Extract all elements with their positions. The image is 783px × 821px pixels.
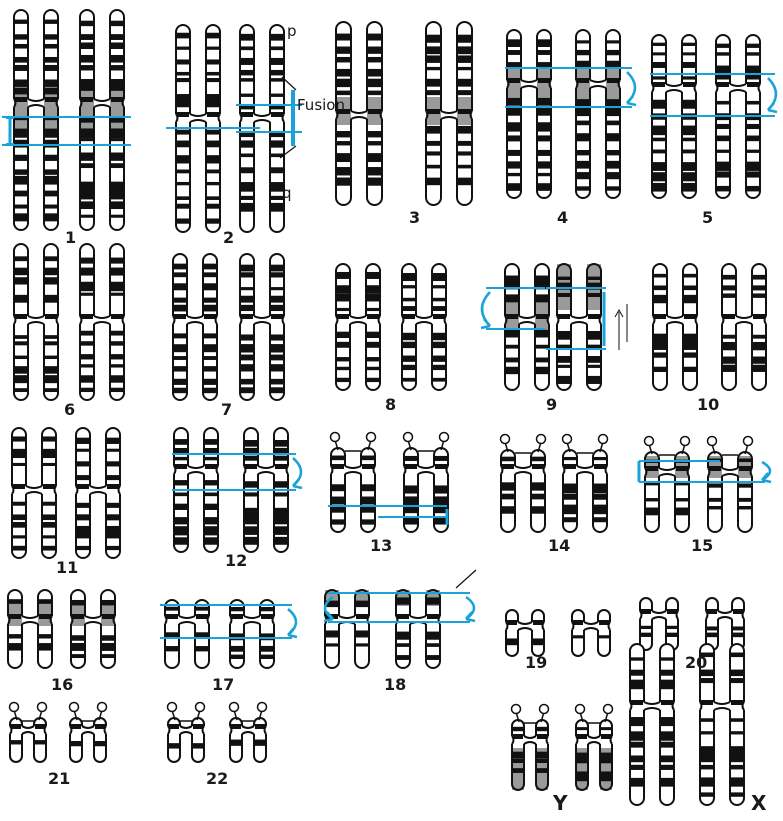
label-chr-7: 7 — [221, 400, 232, 419]
chr-1-b — [80, 10, 124, 230]
chr-20-b — [706, 598, 744, 650]
chr-y-a — [512, 705, 549, 791]
chr-9-a — [505, 264, 549, 390]
chr-14-b — [563, 435, 608, 533]
label-chr-y: Y — [552, 791, 568, 815]
fusion-label: Fusion — [297, 96, 345, 114]
chr-21-b — [70, 703, 107, 763]
label-chr-17: 17 — [212, 675, 234, 694]
chr-22-a — [168, 703, 205, 763]
chr-16-b — [71, 590, 115, 668]
label-chr-2: 2 — [223, 228, 234, 247]
label-chr-1: 1 — [65, 228, 76, 247]
chr-9-b — [557, 264, 601, 390]
chr-15-b — [708, 437, 753, 533]
label-chr-21: 21 — [48, 769, 70, 788]
label-chr-8: 8 — [385, 395, 396, 414]
chr-8-b — [402, 264, 446, 390]
chr-8-a — [336, 264, 380, 390]
label-chr-14: 14 — [548, 536, 570, 555]
chr-14-a — [501, 435, 546, 533]
chr-22-b — [230, 703, 267, 763]
chr-4-a — [507, 30, 551, 198]
label-chr-x: X — [751, 791, 767, 815]
inversion-arrow-9 — [481, 292, 490, 328]
label-chr-16: 16 — [51, 675, 73, 694]
label-chr-20: 20 — [685, 653, 707, 672]
inversion-arrow-4 — [627, 72, 636, 105]
chr-19-b — [572, 610, 610, 656]
inversion-arrow-17 — [288, 609, 297, 637]
chr-18-b — [396, 590, 440, 668]
chr-11-a — [12, 428, 56, 558]
chr-11-b — [76, 428, 120, 558]
chr-15-a — [645, 437, 690, 533]
inversion-arrow-15 — [762, 462, 771, 482]
swap-arrows-9 — [615, 304, 627, 350]
inversion-arrow-12 — [293, 458, 302, 488]
chr-21-a — [10, 703, 47, 763]
chr-1-a — [14, 10, 58, 230]
chr-13-a — [331, 433, 376, 533]
chr-17-a — [165, 600, 209, 668]
inversion-arrow-5 — [768, 78, 777, 112]
chr-7-b — [240, 254, 284, 400]
label-chr-22: 22 — [206, 769, 228, 788]
chr-4-b — [576, 30, 620, 198]
label-chr-19: 19 — [525, 653, 547, 672]
inversion-arrow-18-right — [466, 597, 475, 621]
q-arm-label: q — [282, 184, 292, 202]
chr-17-b — [230, 600, 274, 668]
label-chr-10: 10 — [697, 395, 719, 414]
label-chr-4: 4 — [557, 208, 568, 227]
chr-18-a — [325, 590, 369, 668]
chr-16-a — [8, 590, 52, 668]
chr-19-a — [506, 610, 544, 656]
pointer-18 — [456, 570, 476, 588]
chr-10-a — [653, 264, 697, 390]
label-chr-3: 3 — [409, 208, 420, 227]
label-chr-5: 5 — [702, 208, 713, 227]
label-chr-11: 11 — [56, 558, 78, 577]
label-chr-15: 15 — [691, 536, 713, 555]
chr-3-b — [426, 22, 472, 205]
chr-6-a — [14, 244, 58, 400]
chr-y-b — [576, 705, 613, 791]
label-chr-12: 12 — [225, 551, 247, 570]
chr-10-b — [722, 264, 766, 390]
label-chr-13: 13 — [370, 536, 392, 555]
label-chr-6: 6 — [64, 400, 75, 419]
p-arm-label: p — [287, 22, 297, 40]
chr-7-a — [173, 254, 217, 400]
label-chr-9: 9 — [546, 395, 557, 414]
chr-6-b — [80, 244, 124, 400]
chr-20-a — [640, 598, 678, 650]
label-chr-18: 18 — [384, 675, 406, 694]
chr-x-a — [630, 644, 674, 805]
